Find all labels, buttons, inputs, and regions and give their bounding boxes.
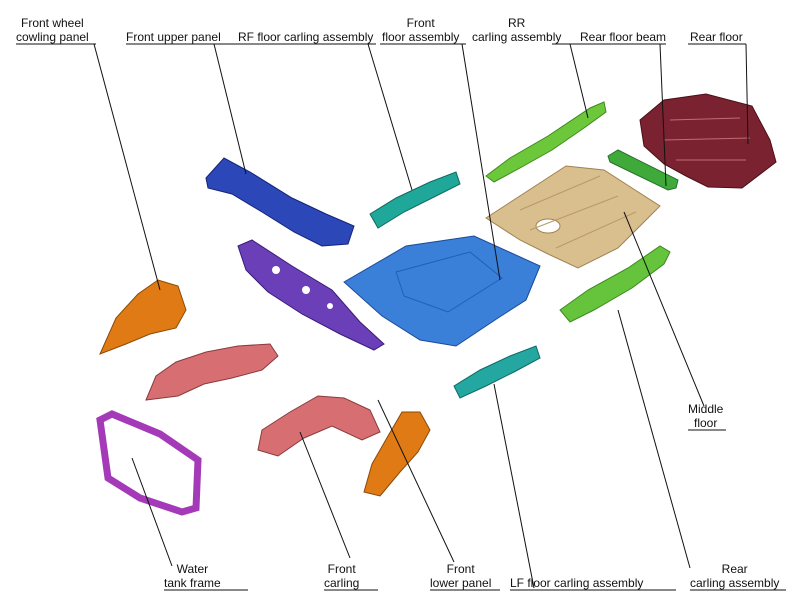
- rear-floor-beam-part: [607, 149, 679, 191]
- front-upper-panel-part: [205, 157, 355, 247]
- label-middle-floor: Middle floor: [688, 402, 724, 430]
- label-front-carling: Front carling: [324, 562, 360, 590]
- label-front-wheel-cowling-panel: Front wheel cowling panel: [16, 16, 89, 44]
- rear-floor-part: [639, 93, 777, 189]
- middle-floor-part: [485, 165, 661, 269]
- front-wheel-cowling-right-part: [363, 411, 431, 497]
- rr-carling-part: [485, 101, 607, 183]
- label-rf-floor-carling-assembly: RF floor carling assembly: [238, 30, 374, 44]
- label-front-floor-assembly: Front floor assembly: [382, 16, 460, 44]
- water-tank-frame-part: [96, 410, 202, 516]
- label-front-lower-panel: Front lower panel: [430, 562, 492, 590]
- lf-floor-carling-part: [453, 345, 541, 399]
- rear-carling-part: [559, 245, 671, 323]
- label-water-tank-frame: Water tank frame: [164, 562, 221, 590]
- front-lower-panel-part: [237, 239, 385, 351]
- front-floor-assembly-part: [343, 235, 541, 347]
- label-rear-floor: Rear floor: [690, 30, 743, 44]
- front-wheel-cowling-part: [99, 279, 187, 355]
- front-carling-left-part: [145, 343, 279, 401]
- rf-floor-carling-part: [369, 171, 461, 229]
- label-rr-carling-assembly: RR carling assembly: [472, 16, 562, 44]
- label-rear-carling-assembly: Rear carling assembly: [690, 562, 780, 590]
- label-front-upper-panel: Front upper panel: [126, 30, 221, 44]
- front-carling-center-part: [257, 395, 381, 457]
- leader-lines: [16, 43, 786, 591]
- label-rear-floor-beam: Rear floor beam: [580, 30, 667, 44]
- label-lf-floor-carling-assembly: LF floor carling assembly: [510, 576, 644, 590]
